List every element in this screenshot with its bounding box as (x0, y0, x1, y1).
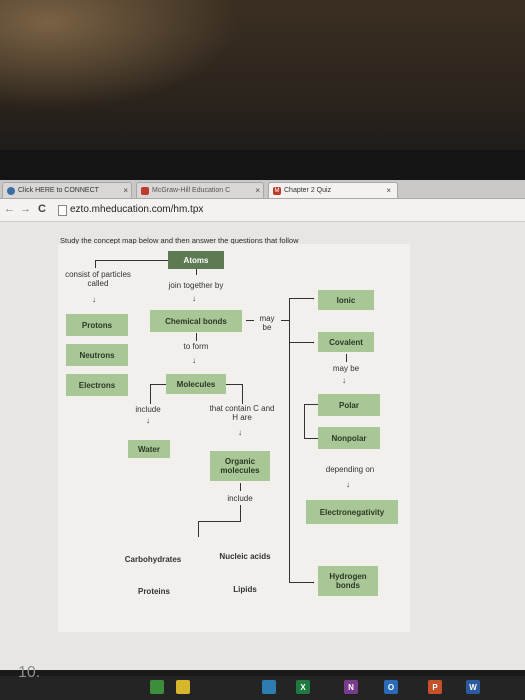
electronegativity-box: Electronegativity (306, 500, 398, 524)
outlook-icon[interactable]: O (384, 680, 398, 694)
arrow-down-icon: ↓ (92, 295, 96, 304)
close-icon[interactable]: × (386, 186, 391, 195)
tab-label: Chapter 2 Quiz (284, 187, 332, 194)
connector-line (289, 342, 314, 343)
to-form-label: to form (183, 342, 209, 351)
arrow-down-icon: ↓ (238, 428, 242, 437)
connector-line (304, 404, 318, 405)
connector-line (95, 260, 168, 261)
tab-label: Click HERE to CONNECT (18, 187, 99, 194)
connector-line (240, 483, 241, 491)
connector-line (95, 260, 96, 268)
arrow-right-icon: → (308, 337, 316, 346)
ambient-light (0, 0, 240, 110)
close-icon[interactable]: × (123, 186, 128, 195)
connector-line (196, 269, 197, 275)
arrow-right-icon: → (308, 293, 316, 302)
organic-molecules-box: Organic molecules (210, 451, 270, 481)
forward-arrow-icon[interactable]: → (20, 203, 31, 215)
tab-mcgraw-hill[interactable]: McGraw-Hill Education C × (136, 182, 264, 198)
arrow-down-icon: ↓ (146, 416, 150, 425)
include-label-2: include (227, 494, 253, 503)
may-be-label: may be (259, 314, 275, 332)
arrow-down-icon: ↓ (342, 376, 346, 385)
arrow-right-icon: → (308, 577, 316, 586)
molecules-box: Molecules (166, 374, 226, 394)
connector-line (198, 521, 199, 537)
carbohydrates-label: Carbohydrates (124, 555, 182, 564)
neutrons-box: Neutrons (66, 344, 128, 366)
atoms-box: Atoms (168, 251, 224, 269)
may-be-label-2: may be (332, 364, 360, 373)
connector-line (304, 438, 318, 439)
close-icon[interactable]: × (255, 186, 260, 195)
arrow-down-icon: ↓ (192, 294, 196, 303)
url-field[interactable]: ezto.mheducation.com/hm.tpx (70, 204, 204, 215)
covalent-box: Covalent (318, 332, 374, 352)
proteins-label: Proteins (137, 587, 170, 596)
connector-line (281, 320, 289, 321)
chemical-bonds-box: Chemical bonds (150, 310, 242, 332)
reload-icon[interactable]: C (38, 203, 46, 215)
back-arrow-icon[interactable]: ← (4, 203, 15, 215)
connector-line (346, 354, 347, 362)
that-contain-label: that contain C and H are (209, 404, 275, 422)
page-number: 10. (18, 664, 41, 681)
onenote-icon[interactable]: N (344, 680, 358, 694)
taskbar: X N O P W (0, 676, 525, 700)
arrow-down-icon: ↓ (192, 356, 196, 365)
tab-bar: Click HERE to CONNECT × McGraw-Hill Educ… (0, 180, 525, 199)
connector-line (242, 384, 243, 404)
depending-on-label: depending on (325, 465, 375, 474)
word-icon[interactable]: W (466, 680, 480, 694)
arrow-down-icon: ↓ (346, 480, 350, 489)
include-label: include (135, 405, 161, 414)
connector-line (289, 298, 314, 299)
connector-line (289, 298, 290, 582)
connector-line (198, 521, 241, 522)
connector-line (289, 582, 314, 583)
polar-box: Polar (318, 394, 380, 416)
mcgraw-hill-icon (141, 186, 149, 195)
join-together-label: join together by (168, 281, 224, 290)
connector-line (196, 333, 197, 341)
nonpolar-box: Nonpolar (318, 427, 380, 449)
excel-icon[interactable]: X (296, 680, 310, 694)
chrome-icon[interactable] (176, 680, 190, 694)
nucleic-acids-label: Nucleic acids (219, 552, 271, 561)
monitor-bezel-top (0, 150, 525, 180)
consist-of-label: consist of particles called (65, 270, 131, 288)
instruction-text: Study the concept map below and then ans… (60, 236, 299, 245)
electrons-box: Electrons (66, 374, 128, 396)
connector-line (246, 320, 254, 321)
app-icon[interactable] (150, 680, 164, 694)
address-bar: ← → C ezto.mheducation.com/hm.tpx (0, 199, 525, 222)
connect-icon (7, 186, 15, 195)
tab-connect[interactable]: Click HERE to CONNECT × (2, 182, 132, 198)
app-icon[interactable] (262, 680, 276, 694)
connector-line (150, 384, 166, 385)
protons-box: Protons (66, 314, 128, 336)
m-icon: M (273, 186, 281, 195)
lipids-label: Lipids (233, 585, 257, 594)
hydrogen-bonds-box: Hydrogen bonds (318, 566, 378, 596)
tab-chapter-2-quiz[interactable]: M Chapter 2 Quiz × (268, 182, 398, 198)
connector-line (304, 404, 305, 438)
powerpoint-icon[interactable]: P (428, 680, 442, 694)
connector-line (240, 505, 241, 521)
water-box: Water (128, 440, 170, 458)
connector-line (226, 384, 242, 385)
tab-label: McGraw-Hill Education C (152, 187, 231, 194)
ionic-box: Ionic (318, 290, 374, 310)
connector-line (150, 384, 151, 404)
page-icon (58, 205, 67, 216)
